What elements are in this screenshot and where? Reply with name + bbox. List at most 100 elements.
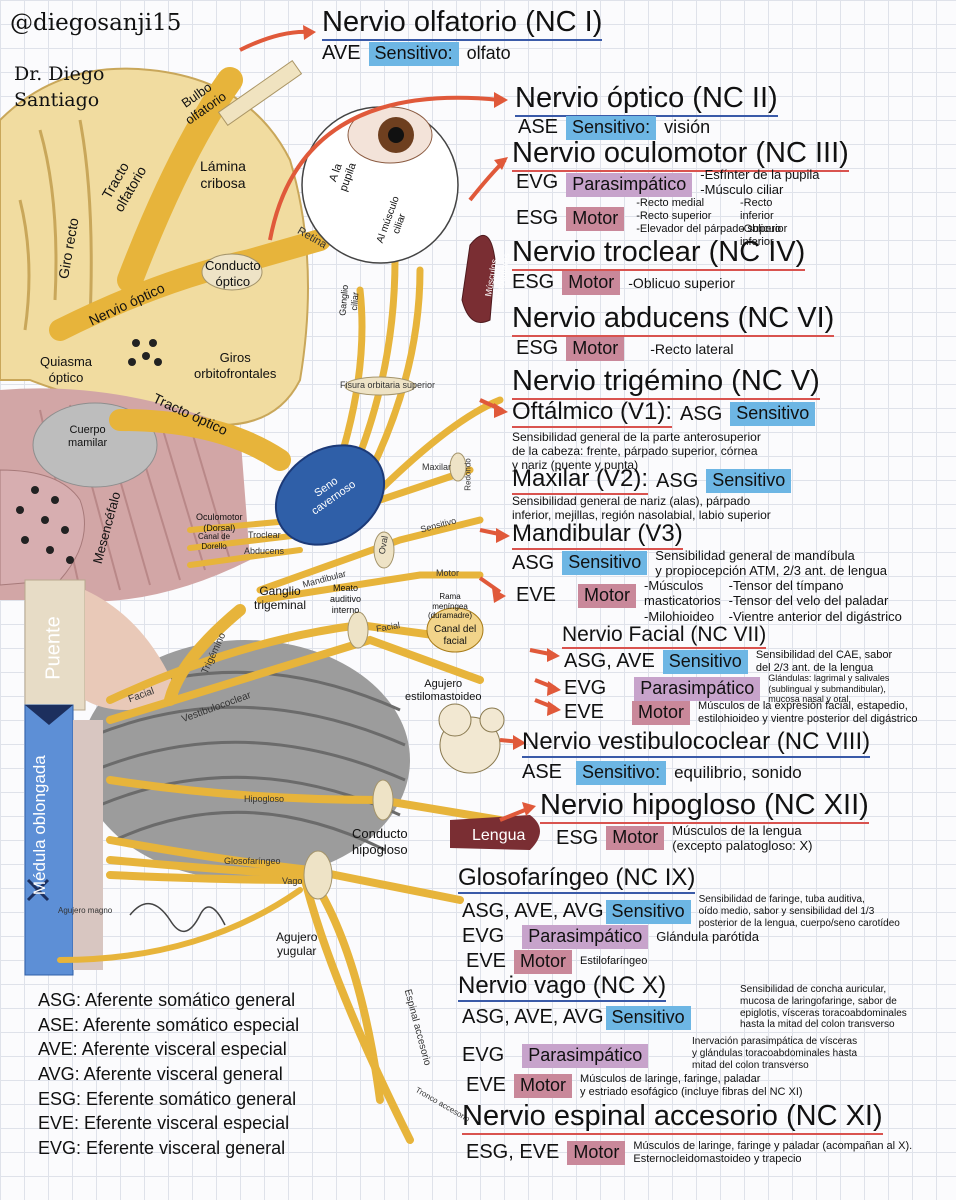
sensitivo-badge: Sensitivo bbox=[662, 650, 748, 674]
cavernous-sinus-shape bbox=[274, 444, 386, 546]
label-quiasma: Quiasma óptico bbox=[40, 354, 93, 385]
label-giros-orbitofrontales: Giros orbitofrontales bbox=[194, 350, 277, 381]
oculomotor-nerve-title: Nervio oculomotor (NC III) bbox=[512, 139, 849, 172]
vagus-sens-desc: Sensibilidad de concha auricular, mucosa… bbox=[740, 984, 907, 1031]
olfactory-function: olfato bbox=[466, 43, 511, 64]
tongue-shape bbox=[450, 815, 540, 850]
legend-item: EVE: Eferente visceral especial bbox=[38, 1113, 290, 1134]
label-maxilar-nerve: Maxilar bbox=[422, 462, 452, 472]
sensitivo-badge: Sensitivo bbox=[706, 469, 792, 493]
label-agujero-estilomastoideo: Agujero estilomastoideo bbox=[405, 678, 482, 704]
v2-row: Maxilar (V2): ASG Sensitivo bbox=[512, 467, 792, 495]
fiber-code: ASG, AVE, AVG bbox=[462, 1006, 604, 1029]
glossopharyngeal-para-desc: Glándula parótida bbox=[656, 929, 759, 945]
fiber-code: ASG bbox=[680, 402, 723, 425]
fiber-code: ASE bbox=[518, 116, 559, 139]
facial-motor-desc: Músculos de la expresión facial, estaped… bbox=[698, 700, 918, 725]
fiber-code: ASG bbox=[512, 551, 555, 574]
facial-motor-row: EVE Motor Músculos de la expresión facia… bbox=[564, 700, 918, 726]
fiber-code: EVG bbox=[564, 677, 607, 700]
vagus-nerve-title: Nervio vago (NC X) bbox=[458, 974, 667, 1002]
trochlear-function: -Oblicuo superior bbox=[628, 274, 735, 291]
motor-badge: Motor bbox=[566, 207, 625, 231]
label-puente: Puente bbox=[42, 616, 65, 680]
motor-badge: Motor bbox=[566, 337, 625, 361]
optic-function: visión bbox=[664, 117, 711, 138]
olfactory-nerve-title: Nervio olfatorio (NC I) bbox=[322, 8, 603, 41]
facial-sens-row: ASG, AVE Sensitivo Sensibilidad del CAE,… bbox=[564, 649, 892, 675]
label-ganglio-ciliar: Ganglio ciliar bbox=[337, 284, 361, 317]
label-canal-facial: Canal del facial bbox=[434, 624, 477, 647]
extraocular-muscle-shape bbox=[461, 234, 496, 323]
label-cuerpo-mamilar: Cuerpo mamilar bbox=[68, 424, 108, 450]
facial-para-desc: Glándulas: lagrimal y salivales (subling… bbox=[768, 673, 890, 705]
optic-nerve-row: ASE Sensitivo: visión bbox=[518, 116, 710, 140]
label-motor-v3: Motor bbox=[436, 568, 460, 578]
v3-sens-row: ASG Sensitivo Sensibilidad general de ma… bbox=[512, 548, 887, 579]
label-ganglio-trigeminal: Ganglio trigeminal bbox=[254, 584, 307, 613]
medulla-shape bbox=[24, 704, 74, 976]
legend-item: EVG: Eferente visceral general bbox=[38, 1137, 286, 1158]
oculomotor-motor-row: ESG Motor -Recto medial -Recto superior … bbox=[516, 197, 787, 248]
oculomotor-para-row: EVG Parasimpático -Esfínter de la pupila… bbox=[516, 167, 820, 198]
motor-badge: Motor bbox=[514, 950, 573, 974]
fiber-code: EVE bbox=[466, 950, 507, 973]
fiber-code: ASG bbox=[656, 469, 699, 492]
vagus-sens-row: ASG, AVE, AVG Sensitivo bbox=[462, 1006, 691, 1030]
hypoglossal-nerve-title: Nervio hipogloso (NC XII) bbox=[540, 791, 869, 824]
glossopharyngeal-sens-desc: Sensibilidad de faringe, tuba auditiva, … bbox=[698, 894, 900, 929]
label-lengua: Lengua bbox=[472, 827, 526, 844]
label-conducto-hipogloso: Conducto hipogloso bbox=[352, 826, 408, 857]
parasimpatico-badge: Parasimpático bbox=[522, 925, 649, 949]
label-conducto-optico: Conducto óptico bbox=[205, 258, 261, 289]
legend-item: ASE: Aferente somático especial bbox=[38, 1014, 300, 1035]
accessory-row: ESG, EVE Motor Músculos de laringe, fari… bbox=[466, 1140, 912, 1166]
vagus-para-desc: Inervación parasimpática de vísceras y g… bbox=[692, 1036, 858, 1071]
vagus-motor-row: EVE Motor Músculos de laringe, faringe, … bbox=[466, 1073, 803, 1099]
label-fisura-orbitaria: Fisura orbitaria superior bbox=[340, 380, 436, 390]
v3-motor-desc-a: -Músculos masticatorios -Milohioideo bbox=[644, 578, 721, 624]
sensitivo-badge: Sensitivo: bbox=[576, 761, 667, 785]
oculomotor-motor-desc-b: -Recto inferior -Oblicuo inferior bbox=[740, 197, 781, 248]
fiber-code: ASG, AVE bbox=[564, 650, 655, 673]
label-glosofaringeo-nerve: Glosofaríngeo bbox=[224, 856, 281, 866]
v1-row: Oftálmico (V1): ASG Sensitivo bbox=[512, 400, 816, 428]
vestibulocochlear-function: equilibrio, sonido bbox=[674, 762, 802, 782]
v2-title: Maxilar (V2): bbox=[512, 467, 649, 495]
accessory-desc: Músculos de laringe, faringe y paladar (… bbox=[633, 1140, 913, 1165]
sensitivo-badge: Sensitivo bbox=[605, 899, 691, 924]
legend-item: ASG: Aferente somático general bbox=[38, 990, 296, 1010]
label-rama-meningea: Rama meníngea (duramadre) bbox=[428, 592, 473, 621]
trochlear-nerve-row: ESG Motor -Oblicuo superior bbox=[512, 271, 735, 295]
v1-title: Oftálmico (V1): bbox=[512, 400, 673, 428]
fiber-code: ESG bbox=[516, 207, 559, 229]
vestibulocochlear-nerve-title: Nervio vestibulococlear (NC VIII) bbox=[522, 730, 871, 758]
facial-sens-desc: Sensibilidad del CAE, sabor del 2/3 ant.… bbox=[755, 649, 893, 674]
pons-shape bbox=[24, 579, 86, 711]
label-abducens-nerve: Abducens bbox=[244, 546, 285, 556]
v3-sens-desc: Sensibilidad general de mandíbula y prop… bbox=[655, 548, 888, 579]
fiber-code: EVG bbox=[462, 925, 505, 948]
glossopharyngeal-sens-row: ASG, AVE, AVG Sensitivo Sensibilidad de … bbox=[462, 894, 900, 929]
label-redondo: Redondo bbox=[463, 458, 473, 491]
v1-desc: Sensibilidad general de la parte anteros… bbox=[512, 430, 761, 473]
optic-nerve-title: Nervio óptico (NC II) bbox=[515, 84, 778, 117]
v3-title: Mandibular (V3) bbox=[512, 522, 683, 550]
motor-badge: Motor bbox=[632, 701, 691, 725]
label-agujero-yugular: Agujero yugular bbox=[276, 930, 318, 959]
legend-item: ESG: Eferente somático general bbox=[38, 1088, 297, 1109]
legend-item: AVG: Aferente visceral general bbox=[38, 1063, 283, 1084]
sensitivo-badge: Sensitivo: bbox=[566, 116, 657, 140]
fiber-code: EVE bbox=[516, 584, 557, 606]
parasimpatico-badge: Parasimpático bbox=[566, 173, 693, 197]
fiber-code: AVE bbox=[322, 42, 361, 65]
abducens-nerve-row: ESG Motor -Recto lateral bbox=[516, 337, 734, 361]
trochlear-nerve-title: Nervio troclear (NC IV) bbox=[512, 238, 806, 271]
sensitivo-badge: Sensitivo: bbox=[368, 42, 459, 66]
accessory-nerve-title: Nervio espinal accesorio (NC XI) bbox=[462, 1102, 883, 1135]
label-medula-oblongada: Médula oblongada bbox=[29, 755, 49, 896]
signature-image bbox=[129, 903, 226, 932]
abducens-nerve-title: Nervio abducens (NC VI) bbox=[512, 304, 835, 337]
facial-nerve-title: Nervio Facial (NC VII) bbox=[562, 624, 767, 649]
